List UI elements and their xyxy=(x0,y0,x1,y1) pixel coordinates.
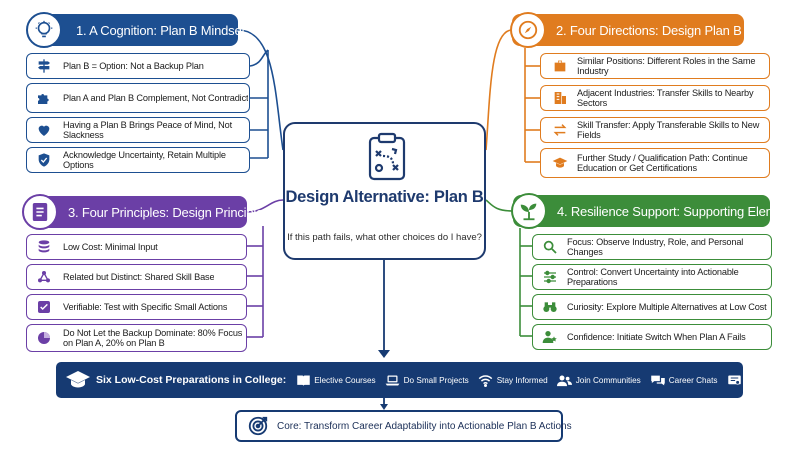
cognition-item: Plan B = Option: Not a Backup Plan xyxy=(26,53,250,79)
core-text: Core: Transform Career Adaptability into… xyxy=(277,420,572,432)
heart-icon xyxy=(35,121,53,139)
coin-stack-icon xyxy=(35,238,53,256)
section-title: 3. Four Principles: Design Principles xyxy=(68,204,270,220)
cognition-item: Acknowledge Uncertainty, Retain Multiple… xyxy=(26,147,250,173)
item-text: Having a Plan B Brings Peace of Mind, No… xyxy=(63,119,233,141)
shield-check-icon xyxy=(35,151,53,169)
building-icon xyxy=(551,89,569,107)
section-title: 4. Resilience Support: Supporting Elemen… xyxy=(557,203,800,219)
item-text: Skill Transfer: Apply Transferable Skill… xyxy=(577,119,760,141)
item-text: Control: Convert Uncertainty into Action… xyxy=(567,266,739,288)
item-text: Similar Positions: Different Roles in th… xyxy=(577,55,756,77)
item-text: Acknowledge Uncertainty, Retain Multiple… xyxy=(63,149,226,171)
resilience-item: Focus: Observe Industry, Role, and Perso… xyxy=(532,234,772,260)
item-text: Confidence: Initiate Switch When Plan A … xyxy=(567,331,746,342)
compass-icon xyxy=(510,12,546,48)
graduation-cap-icon xyxy=(551,154,569,172)
certificate-icon xyxy=(726,373,742,387)
prep-item: Do Small Projects xyxy=(385,373,469,387)
prep-text: Obtain Certificates xyxy=(745,375,800,385)
prep-text: Join Communities xyxy=(575,375,641,385)
laptop-icon xyxy=(385,373,401,387)
item-text: Adjacent Industries: Transfer Skills to … xyxy=(577,87,754,109)
people-icon xyxy=(557,373,573,387)
principles-item: Related but Distinct: Shared Skill Base xyxy=(26,264,247,290)
center-subtitle: If this path fails, what other choices d… xyxy=(287,232,482,243)
transfer-arrows-icon xyxy=(551,121,569,139)
preparations-bar: Six Low-Cost Preparations in College: El… xyxy=(56,362,800,398)
principles-item: Do Not Let the Backup Dominate: 80% Focu… xyxy=(26,324,247,352)
binoculars-icon xyxy=(541,298,559,316)
item-text: Further Study / Qualification Path: Cont… xyxy=(577,152,748,174)
item-text: Focus: Observe Industry, Role, and Perso… xyxy=(567,236,744,258)
magnifier-icon xyxy=(541,238,559,256)
item-text: Plan A and Plan B Complement, Not Contra… xyxy=(63,92,249,103)
principles-item: Verifiable: Test with Specific Small Act… xyxy=(26,294,247,320)
document-list-icon xyxy=(22,194,58,230)
prep-text: Career Chats xyxy=(668,375,718,385)
item-text: Verifiable: Test with Specific Small Act… xyxy=(63,301,228,312)
sliders-icon xyxy=(541,268,559,286)
graduation-cap-icon xyxy=(66,370,90,390)
directions-item: Skill Transfer: Apply Transferable Skill… xyxy=(540,117,770,143)
resilience-item: Control: Convert Uncertainty into Action… xyxy=(532,264,772,290)
cognition-item: Plan A and Plan B Complement, Not Contra… xyxy=(26,83,250,113)
book-icon xyxy=(295,373,311,387)
prep-item: Career Chats xyxy=(650,373,718,387)
preparations-label: Six Low-Cost Preparations in College: xyxy=(96,374,287,386)
resilience-item: Curiosity: Explore Multiple Alternatives… xyxy=(532,294,772,320)
directions-item: Further Study / Qualification Path: Cont… xyxy=(540,148,770,178)
sprout-icon xyxy=(511,193,547,229)
item-text: Curiosity: Explore Multiple Alternatives… xyxy=(567,301,767,312)
item-text: Low Cost: Minimal Input xyxy=(63,241,158,252)
prep-text: Stay Informed xyxy=(496,375,548,385)
lightbulb-head-icon xyxy=(26,12,62,48)
section-title: 1. A Cognition: Plan B Mindset xyxy=(76,22,245,38)
signpost-icon xyxy=(35,57,53,75)
prep-item: Elective Courses xyxy=(295,373,376,387)
directions-item: Similar Positions: Different Roles in th… xyxy=(540,53,770,79)
item-text: Do Not Let the Backup Dominate: 80% Focu… xyxy=(63,327,243,349)
wifi-icon xyxy=(478,373,494,387)
core-bar: Core: Transform Career Adaptability into… xyxy=(235,410,572,442)
network-icon xyxy=(35,268,53,286)
checkbox-icon xyxy=(35,298,53,316)
clipboard-strategy-icon xyxy=(365,132,409,182)
center-title: Design Alternative: Plan B xyxy=(285,188,484,206)
item-text: Plan B = Option: Not a Backup Plan xyxy=(63,60,204,71)
person-star-icon xyxy=(541,328,559,346)
puzzle-icon xyxy=(35,89,53,107)
center-card: Design Alternative: Plan B If this path … xyxy=(283,122,486,260)
directions-item: Adjacent Industries: Transfer Skills to … xyxy=(540,85,770,111)
prep-item: Join Communities xyxy=(557,373,641,387)
item-text: Related but Distinct: Shared Skill Base xyxy=(63,271,215,282)
pie-chart-icon xyxy=(35,329,53,347)
section-principles-header: 3. Four Principles: Design Principles xyxy=(22,194,270,230)
section-directions-header: 2. Four Directions: Design Plan B xyxy=(510,12,744,48)
section-title: 2. Four Directions: Design Plan B xyxy=(556,22,742,38)
briefcase-icon xyxy=(551,57,569,75)
chat-bubbles-icon xyxy=(650,373,666,387)
prep-text: Do Small Projects xyxy=(403,375,469,385)
section-cognition-header: 1. A Cognition: Plan B Mindset xyxy=(26,12,245,48)
prep-text: Elective Courses xyxy=(314,375,376,385)
resilience-item: Confidence: Initiate Switch When Plan A … xyxy=(532,324,772,350)
principles-item: Low Cost: Minimal Input xyxy=(26,234,247,260)
target-icon xyxy=(247,415,269,437)
cognition-item: Having a Plan B Brings Peace of Mind, No… xyxy=(26,117,250,143)
prep-item: Obtain Certificates xyxy=(726,373,800,387)
section-resilience-header: 4. Resilience Support: Supporting Elemen… xyxy=(511,193,800,229)
prep-item: Stay Informed xyxy=(478,373,548,387)
